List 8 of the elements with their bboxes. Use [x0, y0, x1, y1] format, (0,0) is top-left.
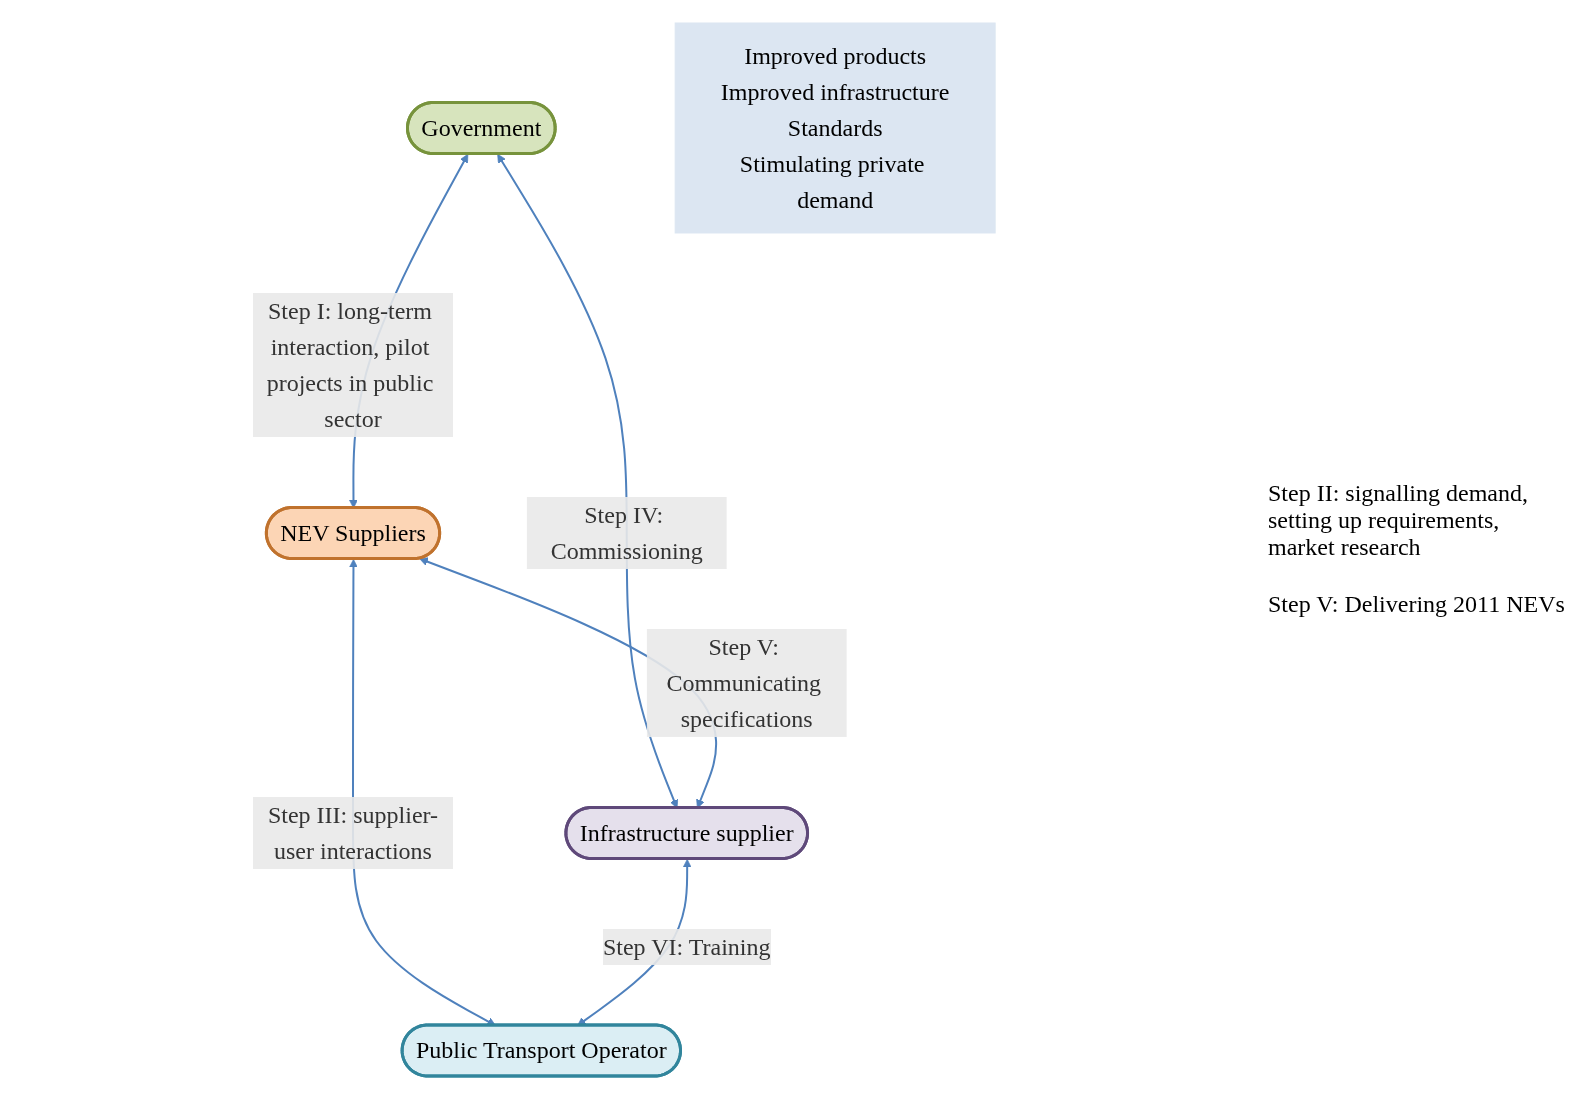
edge-label: Step I: long-term interaction, pilot projects in public sector [266, 297, 434, 432]
edge-label: Step VI: Training [602, 933, 771, 960]
edge-label: Step IV: Commissioning [550, 501, 703, 564]
node-box: Improved products Improved infrastructure Standards Stimulating private demand [674, 22, 996, 233]
edge-label: Step V: Communicating specifications [666, 633, 821, 732]
step-note: Step II: signalling demand, setting up requirements, market research [1268, 480, 1529, 561]
step-note: Step V: Delivering 2011 NEVs [1268, 591, 1566, 618]
edge-label: Step III: supplier-user interactions [267, 801, 438, 864]
